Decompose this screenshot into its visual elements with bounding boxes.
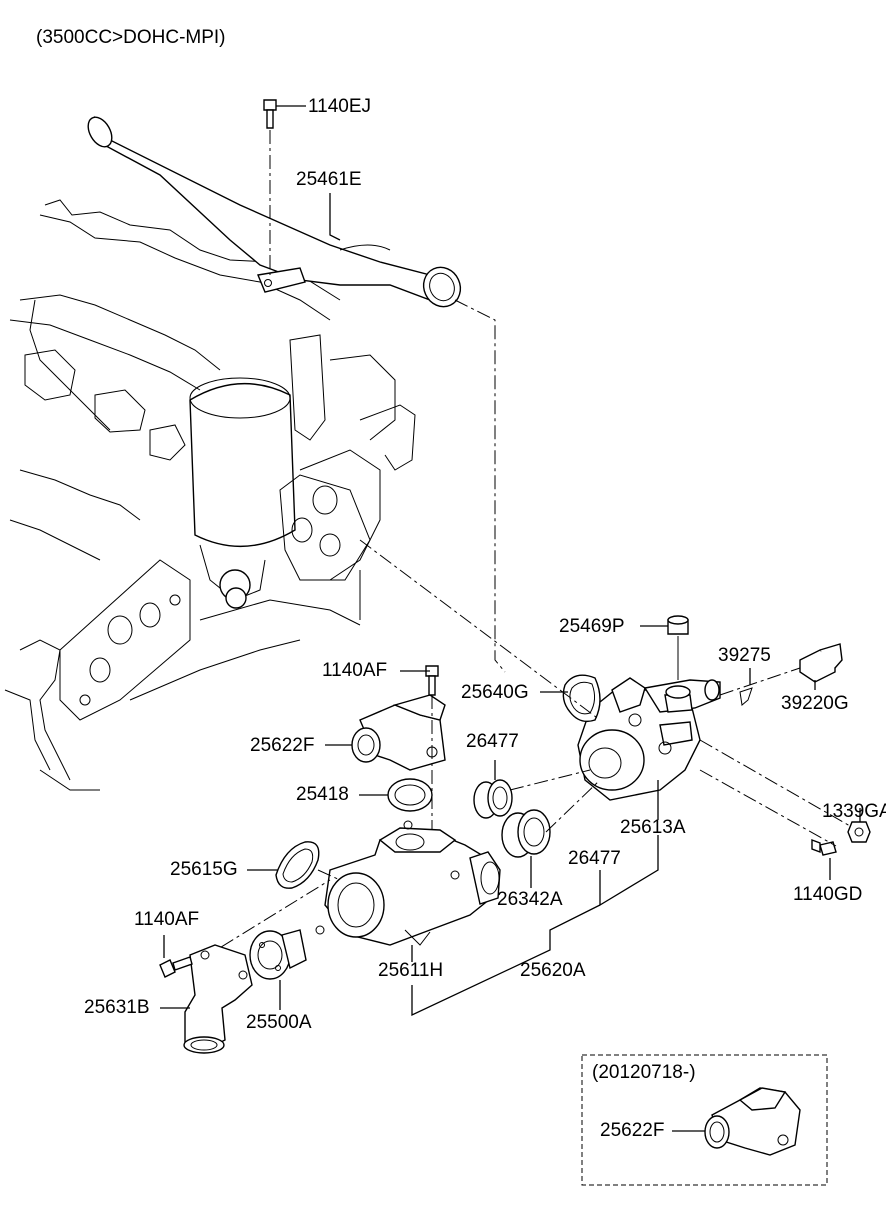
part-label-25469P: 25469P — [559, 616, 625, 637]
part-label-1140EJ: 1140EJ — [308, 96, 372, 117]
inset-part-label-25622F: 25622F — [600, 1120, 665, 1141]
part-label-1140GD: 1140GD — [793, 884, 863, 905]
part-label-25613A: 25613A — [620, 817, 686, 838]
water-inlet-25631B — [159, 944, 253, 1054]
thermostat-housing-25611H — [199, 539, 601, 961]
engine-block — [4, 199, 416, 791]
seal-rings — [473, 769, 601, 858]
inset-date-code: (20120718-) — [592, 1062, 696, 1083]
thermostat-25500A — [249, 929, 307, 980]
part-label-26342A: 26342A — [497, 889, 563, 910]
water-outlet-25622F — [351, 665, 446, 850]
thermostat-housing-25613A — [562, 615, 871, 856]
part-label-39275: 39275 — [718, 645, 771, 666]
part-label-25611H: 25611H — [378, 960, 444, 981]
part-label-26477-b: 26477 — [568, 848, 621, 869]
part-label-25622F: 25622F — [250, 735, 315, 756]
part-label-1339GA: 1339GA — [822, 801, 886, 822]
part-label-25418: 25418 — [296, 784, 349, 805]
part-label-25631B: 25631B — [84, 997, 150, 1018]
part-label-39220G: 39220G — [781, 693, 849, 714]
part-label-25615G: 25615G — [170, 859, 238, 880]
part-label-25620A: 25620A — [520, 960, 586, 981]
inset-box — [581, 1054, 828, 1186]
part-label-1140AF-left: 1140AF — [134, 909, 200, 930]
leader-lines — [160, 105, 861, 1132]
engine-spec-heading: (3500CC>DOHC-MPI) — [36, 27, 226, 48]
water-pipe-25461E — [87, 99, 462, 308]
part-label-25461E: 25461E — [296, 169, 362, 190]
part-label-25500A: 25500A — [246, 1012, 312, 1033]
part-label-25640G: 25640G — [461, 682, 529, 703]
part-label-26477-a: 26477 — [466, 731, 519, 752]
part-label-1140AF-top: 1140AF — [322, 660, 388, 681]
